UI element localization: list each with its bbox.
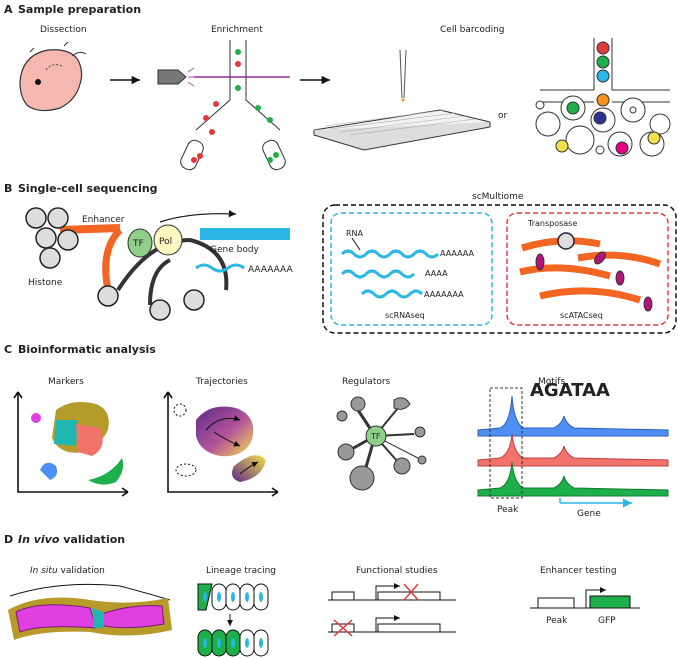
section-c-letter: C — [4, 343, 12, 356]
enhancer-testing-label: Enhancer testing — [540, 566, 617, 576]
atac-fragments — [519, 232, 662, 312]
section-b-letter: B — [4, 182, 12, 195]
enhancer-label: Enhancer — [82, 215, 125, 225]
insitu-label-italic: In situ — [30, 566, 58, 576]
markers-plot — [13, 391, 129, 497]
insitu-label-rest: validation — [58, 566, 105, 576]
pol-label: Pol — [159, 237, 172, 247]
gfp-label: GFP — [598, 616, 616, 626]
tf-label: TF — [132, 239, 144, 249]
scatacseq-box — [506, 212, 669, 326]
scrnaseq-box — [330, 212, 493, 326]
section-b-title: Single-cell sequencing — [18, 182, 158, 195]
scrnaseq-label: scRNAseq — [385, 311, 425, 320]
gene-label: Gene — [577, 509, 601, 519]
regulators-network — [336, 396, 427, 491]
section-d-letter: D — [4, 533, 13, 546]
rna-tail-2: AAAA — [425, 269, 448, 278]
multiome-label: scMultiome — [472, 192, 524, 202]
histone-label: Histone — [28, 278, 63, 288]
rna-tail-1: AAAAAA — [440, 249, 474, 258]
gene-body-label: Gene body — [210, 245, 260, 255]
functional-diagram — [328, 583, 456, 637]
peak-label: Peak — [497, 505, 519, 515]
regulators-tf-label: TF — [370, 432, 381, 441]
motif-logo: AGATAA — [530, 380, 610, 401]
reporter-construct — [530, 587, 640, 609]
section-a: A Sample preparation Dissection Enrichme… — [4, 3, 671, 171]
barcoding-label: Cell barcoding — [440, 25, 505, 35]
chromatin-diagram — [25, 207, 290, 321]
insitu-tissue — [8, 583, 172, 640]
multiome-box — [322, 204, 677, 334]
lineage-cells — [197, 583, 269, 657]
polya-label: AAAAAAA — [248, 265, 293, 275]
enrichment-label: Enrichment — [211, 25, 263, 35]
trajectories-label: Trajectories — [195, 377, 248, 387]
motifs-label: Motifs — [538, 377, 565, 387]
section-d: D In vivo validation In situ validation … — [4, 533, 640, 657]
rna-tail-3: AAAAAAA — [424, 290, 464, 299]
trajectories-plot — [163, 391, 279, 497]
lineage-label: Lineage tracing — [206, 566, 276, 576]
droplet-barcoding-icon — [535, 38, 671, 157]
motifs-tracks — [477, 387, 669, 508]
section-d-title: In vivo validation — [18, 533, 125, 546]
mouse-head-icon — [19, 41, 87, 112]
section-b: B Single-cell sequencing Enhance — [4, 182, 677, 334]
well-plate-icon — [313, 49, 491, 151]
section-d-title-rest: validation — [59, 533, 125, 546]
section-c-title: Bioinformatic analysis — [18, 343, 156, 356]
scatacseq-label: scATACseq — [560, 311, 603, 320]
functional-label: Functional studies — [356, 566, 438, 576]
histone-icons — [25, 207, 205, 321]
insitu-label: In situ validation — [30, 566, 105, 576]
section-c: C Bioinformatic analysis Markers Traject… — [4, 343, 669, 519]
sorter-icon — [157, 40, 290, 171]
dissection-label: Dissection — [40, 25, 87, 35]
rna-waves — [340, 237, 440, 299]
or-label: or — [498, 111, 508, 121]
section-a-letter: A — [4, 3, 13, 16]
transposase-label: Transposase — [527, 219, 577, 228]
rna-label: RNA — [346, 229, 364, 238]
section-a-title: Sample preparation — [18, 3, 141, 16]
section-d-title-italic: In vivo — [18, 533, 60, 546]
regulators-label: Regulators — [342, 377, 391, 387]
peak-construct-label: Peak — [546, 616, 568, 626]
markers-label: Markers — [48, 377, 84, 387]
